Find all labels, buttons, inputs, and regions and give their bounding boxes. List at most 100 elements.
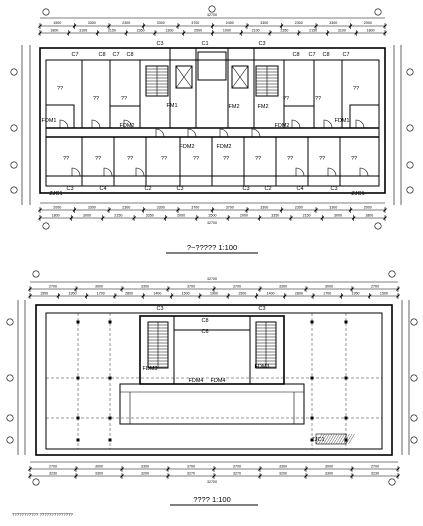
dimension-label: 3230 (49, 472, 57, 476)
dimension-label: 2700 (49, 465, 57, 469)
dimension-label: 3300 (329, 21, 337, 25)
dimension-label: 3270 (187, 472, 195, 476)
dimension-label: 3700 (191, 206, 199, 210)
dimension-label: 2800 (295, 292, 303, 296)
dimension-label: 1800 (50, 29, 58, 33)
dimension-label: 1900 (210, 292, 218, 296)
room-label: ?? (63, 156, 69, 162)
dimension-label: 3000 (95, 285, 103, 289)
room-label: C7 (112, 52, 119, 58)
dimension-label: 3300 (157, 206, 165, 210)
column-mark (108, 320, 112, 324)
room-label: ?? (283, 96, 289, 102)
column-mark (76, 376, 80, 380)
dimension-label: 3000 (334, 214, 342, 218)
dimension-label: 3100 (79, 29, 87, 33)
dimension-label: 1500 (40, 292, 48, 296)
column-mark (310, 416, 314, 420)
door-swing (91, 119, 101, 129)
dimension-label: 2300 (122, 206, 130, 210)
dimension-label: 1400 (153, 292, 161, 296)
dimension-label: 3000 (95, 465, 103, 469)
dimension-label: 2000 (364, 21, 372, 25)
dimension-label: 3300 (88, 21, 96, 25)
plan-top-stair-treads (146, 66, 278, 96)
room-label: FDM3 (143, 366, 158, 372)
door-swing (123, 119, 133, 129)
plan-top-door-swings (59, 119, 369, 177)
dimension-label: 1500 (380, 292, 388, 296)
door-swing (295, 167, 305, 177)
plan-bottom-title: ???? 1:100 (193, 495, 231, 504)
room-label: ?? (287, 156, 293, 162)
room-label: ?? (223, 156, 229, 162)
room-label: C3 (176, 186, 183, 192)
room-label: ?? (353, 86, 359, 92)
plan-bottom-axis-markers (6, 270, 418, 486)
door-swing (103, 167, 113, 177)
dimension-label: 3000 (325, 285, 333, 289)
room-label: C7 (308, 52, 315, 58)
dimension-label: 3300 (141, 285, 149, 289)
room-label: C8 (126, 52, 133, 58)
footnote: ??????????? ?????????????? (12, 512, 74, 517)
dimension-label: 2350 (280, 29, 288, 33)
room-label: C7 (342, 52, 349, 58)
room-label: ?? (193, 156, 199, 162)
dimension-label: 3270 (233, 472, 241, 476)
room-label: C3 (66, 186, 73, 192)
room-label: C8 (322, 52, 329, 58)
dimension-label: 2500 (194, 29, 202, 33)
room-label: FDM2 (120, 123, 135, 129)
dimension-label: 2300 (122, 21, 130, 25)
room-label: ?? (57, 86, 63, 92)
dimension-label: 1500 (238, 292, 246, 296)
dimension-label: 2150 (114, 214, 122, 218)
room-label: C8 (292, 52, 299, 58)
column-mark (310, 438, 314, 442)
dimension-label: 3300 (329, 206, 337, 210)
dimension-label: 1700 (323, 292, 331, 296)
column-mark (108, 416, 112, 420)
dimension-label: 1800 (52, 214, 60, 218)
column-mark (76, 320, 80, 324)
door-swing (327, 167, 337, 177)
door-swing (59, 119, 69, 129)
dimension-label: 1500 (53, 21, 61, 25)
room-label: FDM2 (180, 144, 195, 150)
door-swing (155, 128, 165, 138)
dimension-label: 3300 (95, 472, 103, 476)
room-label: ?? (93, 96, 99, 102)
dimension-label: 3300 (279, 285, 287, 289)
dimension-label: 1950 (352, 292, 360, 296)
dimension-label: 2000 (177, 214, 185, 218)
room-label: FDM1 (42, 118, 57, 124)
room-label: C2 (264, 186, 271, 192)
room-label: C3 (330, 186, 337, 192)
column-mark (76, 416, 80, 420)
room-label: C4 (99, 186, 106, 192)
column-mark (108, 376, 112, 380)
room-label: ZJC1 (311, 437, 324, 443)
dimension-label: 1500 (182, 292, 190, 296)
dimension-label: 1800 (367, 29, 375, 33)
room-label: ZJC1 (351, 191, 364, 197)
plan-top-overall-bottom: 32700 (207, 221, 217, 225)
dimension-label: 2000 (240, 214, 248, 218)
dimension-label: 1000 (223, 29, 231, 33)
dimension-label: 1950 (68, 292, 76, 296)
dimension-label: 3300 (325, 472, 333, 476)
dimension-label: 3700 (191, 21, 199, 25)
column-mark (344, 320, 348, 324)
door-swing (219, 128, 229, 138)
column-mark (108, 438, 112, 442)
room-label: C6 (201, 329, 208, 335)
door-swing (291, 119, 301, 129)
room-label: ?? (315, 96, 321, 102)
